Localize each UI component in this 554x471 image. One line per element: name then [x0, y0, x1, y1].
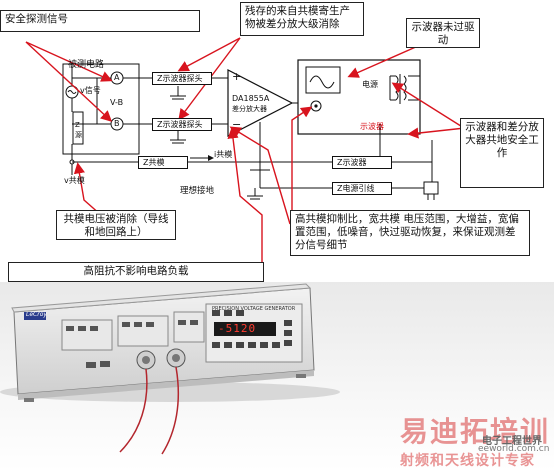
ground-symbol-b — [170, 131, 186, 144]
watermark-title: 易迪拓培训 — [400, 415, 551, 448]
callout-high-impedance-text: 高阻抗不影响电路负载 — [83, 265, 189, 277]
callout-scope-no-overdrive: 示波器未过驱动 — [406, 18, 480, 48]
v-common-label: v共模 — [64, 176, 85, 185]
watermark-site: eeworld.com.cn — [478, 444, 550, 454]
callout-safe-probe-text: 安全探测信号 — [5, 13, 68, 25]
circuit-title: 被测电路 — [68, 60, 105, 70]
diff-amp-triangle — [227, 69, 294, 137]
callout-safe-probe: 安全探测信号 — [0, 10, 200, 32]
ideal-ground-label: 理想接地 — [180, 186, 215, 196]
callout-scope-common-ground: 示波器和差分放大器共地安全工作 — [460, 118, 544, 188]
panel-buttons — [66, 320, 198, 368]
z-probe-b-box: Z示波器探头 — [152, 118, 212, 131]
circuit-under-test-box — [62, 63, 140, 155]
callout-scope-no-overdrive-text: 示波器未过驱动 — [411, 21, 475, 46]
scope-label: 示波器 — [360, 122, 384, 131]
led-readout: -5120 — [218, 322, 257, 335]
b-node-label: B — [114, 119, 120, 128]
a-node-label: A — [114, 73, 120, 82]
z-source-label: Z源 — [75, 121, 82, 139]
z-source-resistor — [72, 111, 84, 145]
z-common-box: Z共模 — [138, 156, 188, 169]
z-probe-b-label: Z示波器探头 — [157, 120, 203, 129]
callout-cm-rejected-text: 共模电压被消除（导线和地回路上） — [63, 213, 169, 238]
ground-symbol-a — [170, 86, 186, 100]
watermark-subtitle: 射频和天线设计专家 — [400, 453, 535, 469]
callout-arrows — [25, 37, 466, 265]
amp-name: DA1855A — [232, 94, 270, 103]
ideal-ground-symbol — [247, 188, 263, 200]
callout-residual-cm-text: 残存的来自共模寄生产物被差分放大级消除 — [245, 5, 350, 30]
instrument-drawing — [0, 283, 340, 455]
brand-text: LeCroy — [26, 311, 47, 318]
brand-logo — [24, 312, 46, 320]
z-scope-ground-box: Z示波器 — [332, 156, 392, 169]
power-label: 电源 — [362, 80, 378, 89]
z-power-ground-box: Z电源引线 — [332, 182, 392, 195]
z-scope-ground-label: Z示波器 — [337, 158, 367, 167]
watermark-logo: 电子工程世界 — [482, 436, 542, 447]
z-common-label: Z共模 — [143, 158, 165, 167]
callout-scope-common-ground-text: 示波器和差分放大器共地安全工作 — [465, 121, 539, 159]
i-common-label: i共模 — [214, 150, 233, 159]
callout-features-text: 高共模抑制比，宽共模 电压范围，大增益，宽偏置范围，低噪音，快过驱动恢复，来保证… — [295, 213, 519, 251]
z-probe-a-box: Z示波器探头 — [152, 72, 212, 85]
keypad — [212, 310, 292, 348]
amp-minus: − — [232, 118, 242, 131]
v-signal-label: v信号 — [80, 86, 101, 95]
callout-high-impedance: 高阻抗不影响电路负载 — [8, 262, 264, 282]
led-display — [214, 322, 276, 336]
instrument-photo: LeCroy PRECISION VOLTAGE GENERATOR -5120… — [0, 282, 554, 471]
callout-cm-rejected: 共模电压被消除（导线和地回路上） — [56, 210, 176, 240]
z-probe-a-label: Z示波器探头 — [157, 74, 203, 83]
v-b-label: V-B — [110, 98, 124, 107]
callout-residual-cm: 残存的来自共模寄生产物被差分放大级消除 — [240, 2, 364, 36]
z-power-ground-label: Z电源引线 — [337, 184, 375, 193]
callout-features: 高共模抑制比，宽共模 电压范围，大增益，宽偏置范围，低噪音，快过驱动恢复，来保证… — [290, 210, 530, 256]
panel-title: PRECISION VOLTAGE GENERATOR — [212, 306, 296, 312]
circuit-diagram — [25, 37, 466, 265]
amp-desc: 差分放大器 — [232, 105, 267, 113]
amp-plus: + — [232, 70, 242, 83]
